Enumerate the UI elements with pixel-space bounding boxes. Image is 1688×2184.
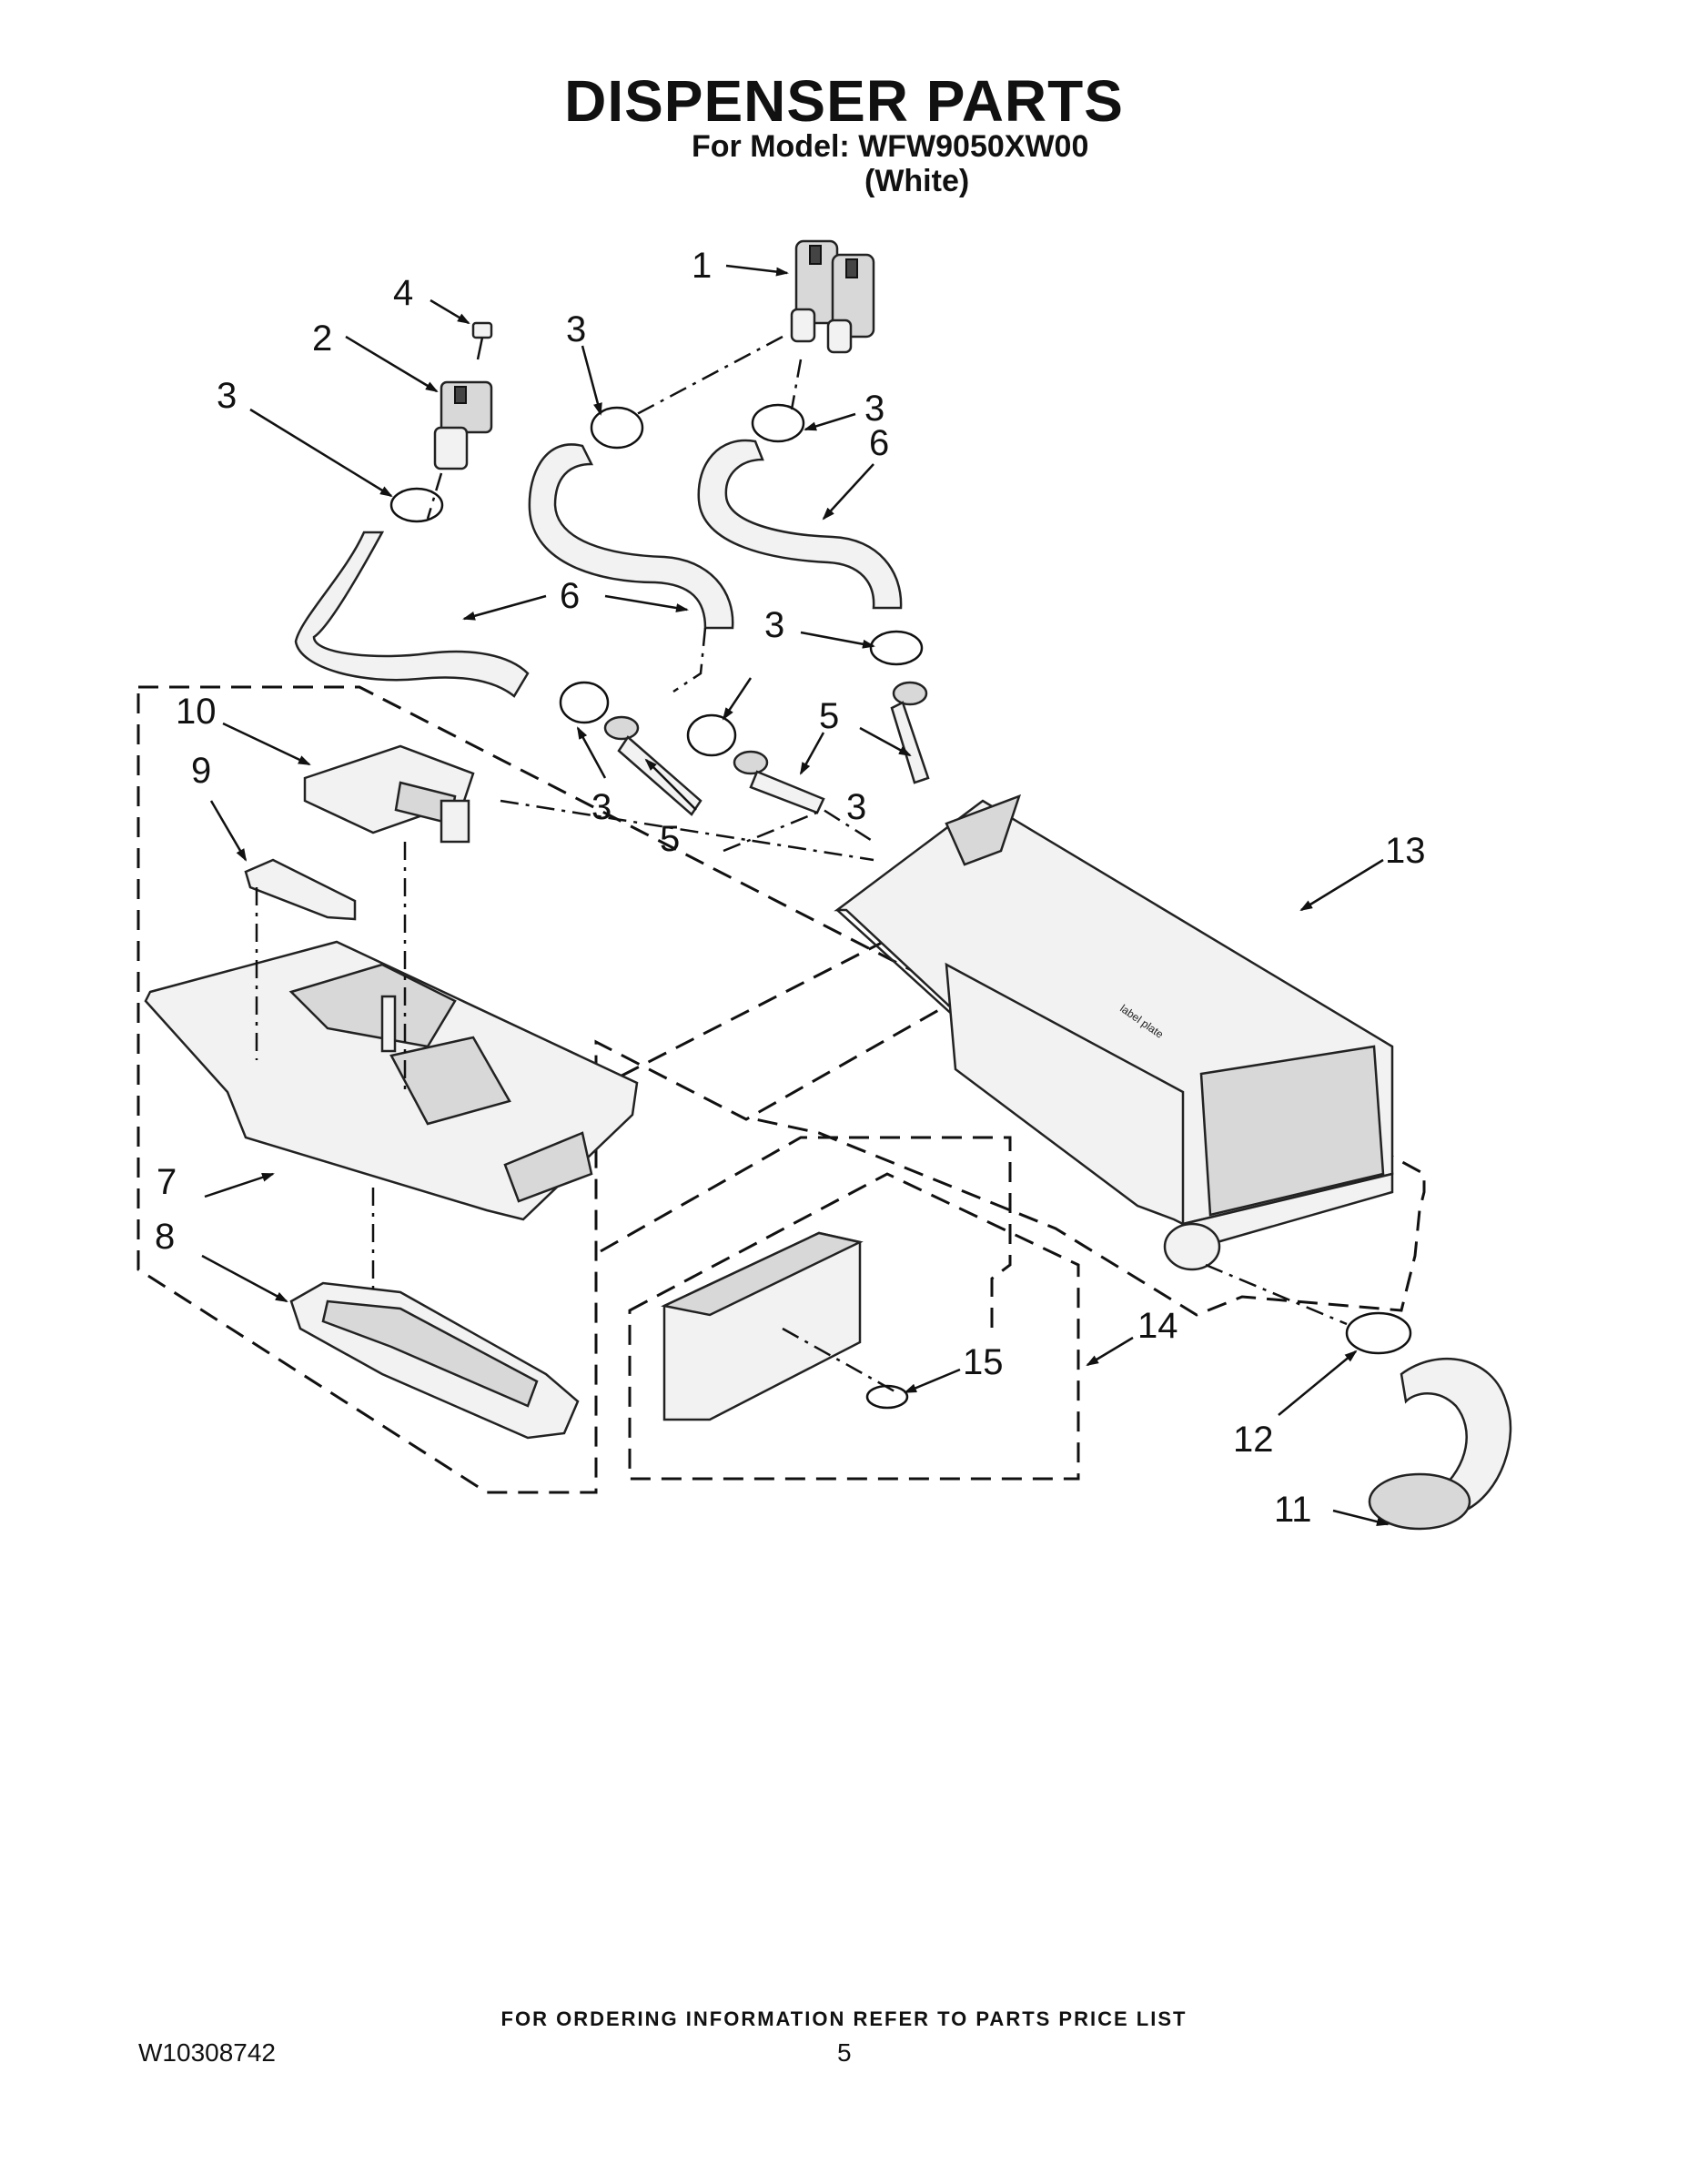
callout-3: 3 [217,376,237,416]
part-13-dispenser-housing: label plate [834,794,1394,1271]
callout-10: 10 [176,692,217,732]
leader-13 [1299,858,1384,912]
part-3-hose-clamp [751,403,805,443]
callout-11: 11 [1274,1490,1312,1530]
assembly-line-11 [1205,1263,1348,1326]
callout-5: 5 [660,819,680,859]
assembly-line-10 [782,1327,897,1394]
leader-6b [604,594,689,612]
leader-3e [722,677,753,721]
part-2-single-valve [433,380,493,470]
part-3-hose-clamp [559,681,610,724]
group-outline-inlet-hoses [592,926,911,1092]
leader-11 [1332,1509,1390,1526]
part-6-inlet-hose [697,439,903,610]
assembly-line-6 [500,799,874,862]
callout-15: 15 [963,1342,1004,1382]
group-outline-dispenser-drawer [136,685,966,1494]
callout-8: 8 [155,1217,175,1257]
callout-3: 3 [566,309,586,349]
part-8-drawer-insert [289,1281,580,1440]
leader-14 [1086,1336,1134,1367]
group-outline-cover-inner [628,1172,1080,1481]
part-10-dispenser-cover [303,744,475,844]
callout-3: 3 [864,389,884,429]
leader-6a [462,594,547,621]
part-3-hose-clamp [590,406,644,450]
leader-3a [249,408,393,498]
assembly-line-1 [636,335,783,416]
callout-3: 3 [591,787,612,827]
part-1-water-valve [790,239,875,354]
callout-6: 6 [560,576,580,616]
callout-9: 9 [191,751,211,791]
leader-10 [222,722,311,766]
assembly-line-2 [790,359,803,410]
leader-9 [209,800,248,862]
page-title: DISPENSER PARTS [564,68,1124,134]
leader-2 [345,335,439,393]
leader-7 [204,1172,275,1198]
callout-3: 3 [764,605,784,645]
leader-1 [725,264,789,277]
callout-12: 12 [1233,1420,1274,1460]
part-3-hose-clamp [686,713,737,757]
leader-12 [1278,1350,1358,1416]
callout-3: 3 [846,787,866,827]
ordering-note: FOR ORDERING INFORMATION REFER TO PARTS … [500,2007,1188,2030]
part-11-dispenser-hose [1368,1357,1512,1531]
model-variant: (White) [864,164,970,198]
part-6-inlet-hose [528,443,734,630]
model-number: For Model: WFW9050XW00 [692,129,1089,164]
callout-14: 14 [1137,1306,1178,1346]
part-4-screw [471,321,493,360]
part-3-hose-clamp [869,630,924,666]
leader-3d [800,631,875,649]
leader-15 [904,1368,961,1394]
callout-5: 5 [819,696,839,736]
leader-3c [804,412,856,431]
part-3-hose-clamp [389,487,444,523]
callout-2: 2 [312,318,332,359]
page-number: 5 [837,2038,852,2067]
part-12-hose-clamp [1345,1311,1412,1355]
part-15-seal [865,1384,909,1410]
assembly-line-4 [672,627,707,693]
leader-5c [644,758,697,811]
leader-3f [576,726,607,779]
leader-5a [859,726,912,757]
part-5-hose-connector [890,681,930,784]
part-5-hose-connector [733,750,825,814]
part-14-cover [661,1231,864,1421]
callout-6: 6 [869,423,889,463]
assembly-line-3 [426,472,443,520]
part-6-inlet-hose [294,531,530,698]
leader-8 [201,1254,288,1303]
assembly-line-5 [723,808,874,853]
leader-5b [799,732,825,775]
group-outline-cover [600,1136,1012,1338]
callout-1: 1 [692,246,712,286]
document-number: W10308742 [138,2038,277,2067]
leader-3b [581,345,602,416]
leader-6c [822,463,874,521]
callout-13: 13 [1385,831,1426,871]
leader-4 [430,298,470,325]
callout-7: 7 [157,1162,177,1202]
part-9-siphon-cap [244,858,357,921]
callout-4: 4 [393,273,413,313]
part-7-dispenser-drawer [144,940,639,1221]
